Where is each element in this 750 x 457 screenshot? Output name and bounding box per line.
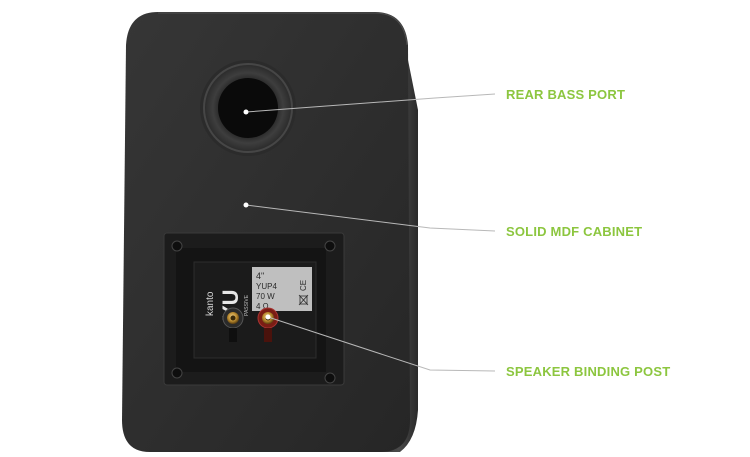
- brand-text: kanto: [205, 291, 216, 316]
- screw: [324, 240, 336, 252]
- bass-port: [200, 60, 296, 156]
- leader-lines: [245, 93, 496, 372]
- leader-dot-port: [243, 109, 249, 115]
- screw: [324, 372, 336, 384]
- spec-driver: 4": [256, 271, 264, 281]
- screw: [171, 367, 183, 379]
- spec-model: YUP4: [256, 282, 277, 291]
- leader-binding: [267, 316, 496, 372]
- terminal-plate: kanto YU PASSIVE 4" YUP4 70 W 4 Ω CE: [163, 232, 345, 386]
- weee-bin-icon: [298, 294, 309, 306]
- leader-dot-cabinet: [243, 202, 249, 208]
- leader-cabinet: [245, 204, 496, 232]
- callout-speaker-binding-post: SPEAKER BINDING POST: [506, 364, 671, 379]
- spec-impedance: 4 Ω: [256, 302, 269, 311]
- ce-mark: CE: [299, 280, 308, 291]
- leader-port: [245, 93, 496, 113]
- binding-post-black: [222, 307, 244, 342]
- model-sub: PASSIVE: [244, 294, 250, 316]
- spec-power: 70 W: [256, 292, 275, 301]
- screw: [171, 240, 183, 252]
- leader-dot-binding: [265, 314, 271, 320]
- callout-rear-bass-port: REAR BASS PORT: [506, 87, 626, 102]
- callout-solid-mdf-cabinet: SOLID MDF CABINET: [506, 224, 643, 239]
